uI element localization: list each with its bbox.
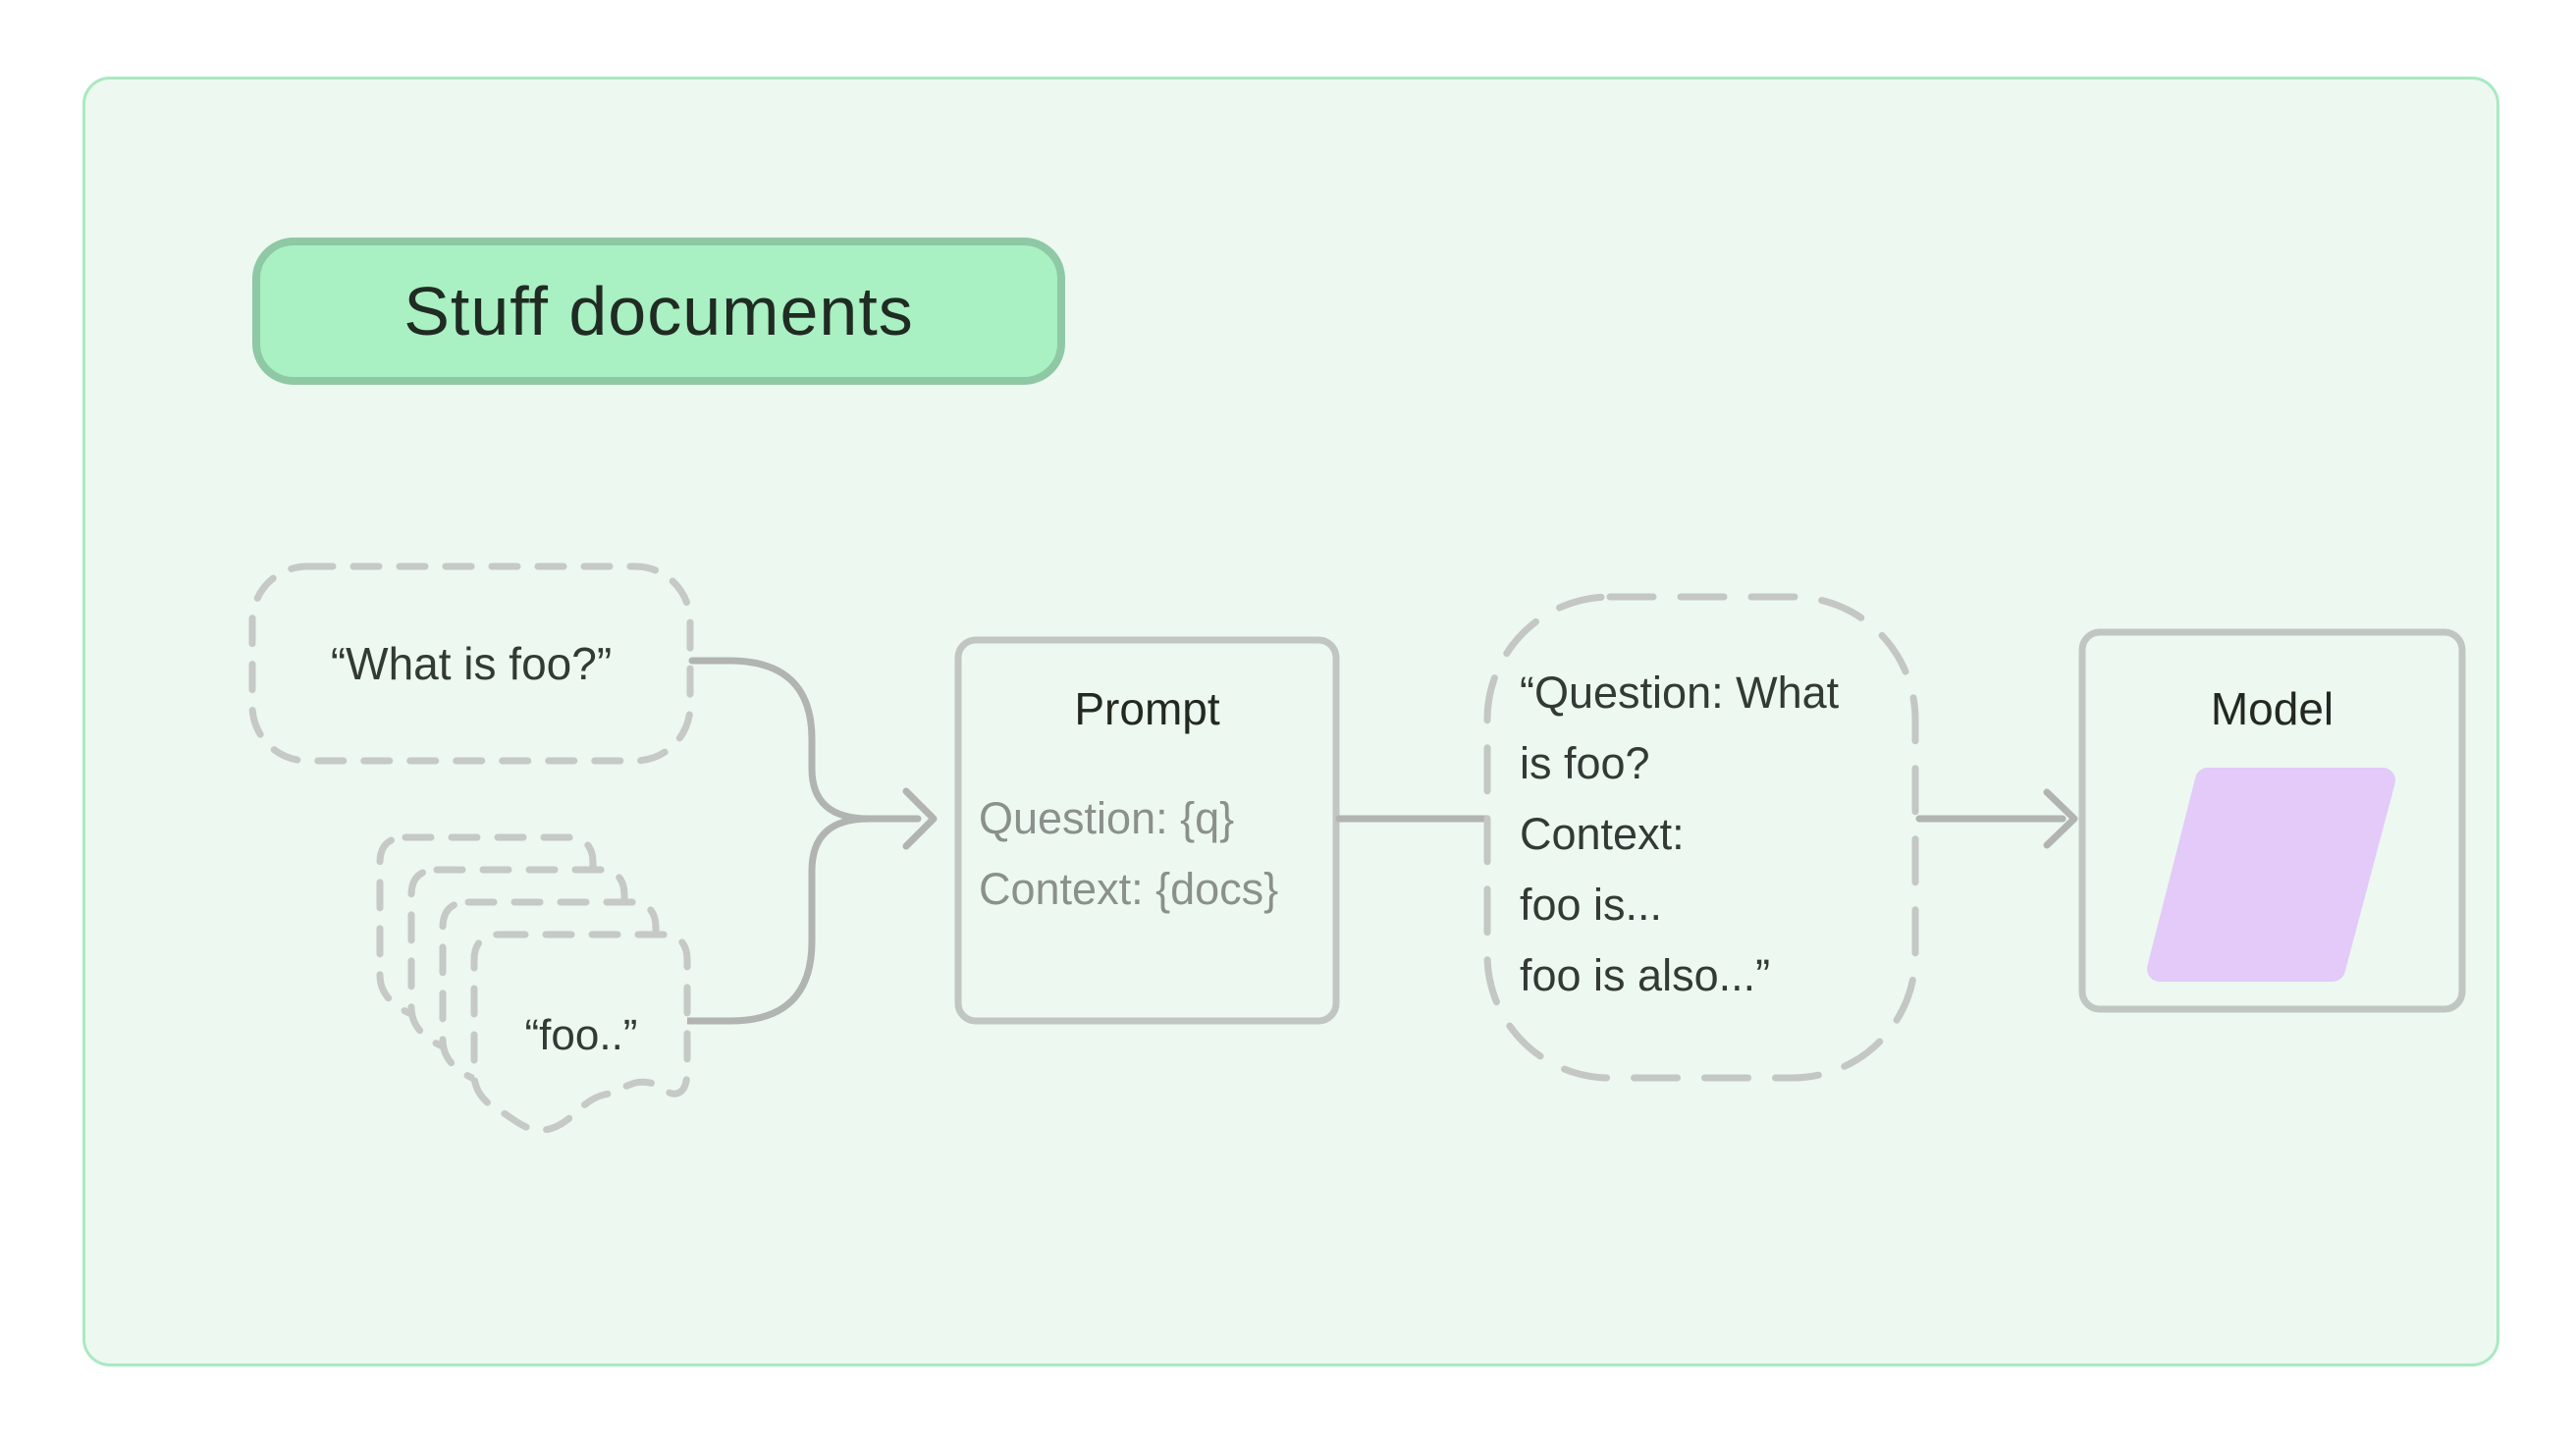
context-bubble-line: “Question: What [1520,668,1840,718]
model-box-title: Model [2210,683,2334,734]
title-badge: Stuff documents [252,238,1065,385]
context-bubble-body: “Question: What is foo? Context: foo is.… [1520,658,1932,1011]
context-bubble-outline [1483,593,1919,1082]
prompt-context-line: Context: {docs} [979,864,1279,914]
doc-stack-label: “foo..” [474,935,688,1136]
context-bubble-line: is foo? [1520,738,1650,788]
context-bubble-line: foo is... [1520,880,1663,930]
prompt-arrowhead-icon [902,787,938,850]
doc-shape-front [470,931,691,1134]
title-badge-label: Stuff documents [403,273,914,349]
diagram-svg [248,562,2466,1134]
prompt-question-line: Question: {q} [979,793,1235,843]
model-arrowhead-icon [2043,788,2078,849]
query-dashed-box [248,562,694,765]
model-parallelogram [2147,768,2395,982]
model-box-outline [2078,628,2466,1013]
query-box-text: “What is foo?” [330,638,613,689]
docs-to-prompt-connector [684,815,873,1025]
context-to-model-connector [1915,788,2078,849]
merge-connector [684,657,938,1025]
context-bubble-line: foo is also...” [1520,950,1771,1000]
doc-stack [376,833,691,1134]
query-to-prompt-connector [688,657,922,823]
doc-stack-text: “foo..” [524,1010,638,1059]
query-box-label: “What is foo?” [252,566,690,761]
context-bubble-line: Context: [1520,809,1685,859]
stuff-documents-card: Stuff documents [82,77,2499,1366]
prompt-box-body: Question: {q} Context: {docs} [979,783,1371,925]
prompt-box-outline [954,636,1340,1025]
prompt-box-title: Prompt [1074,683,1220,734]
